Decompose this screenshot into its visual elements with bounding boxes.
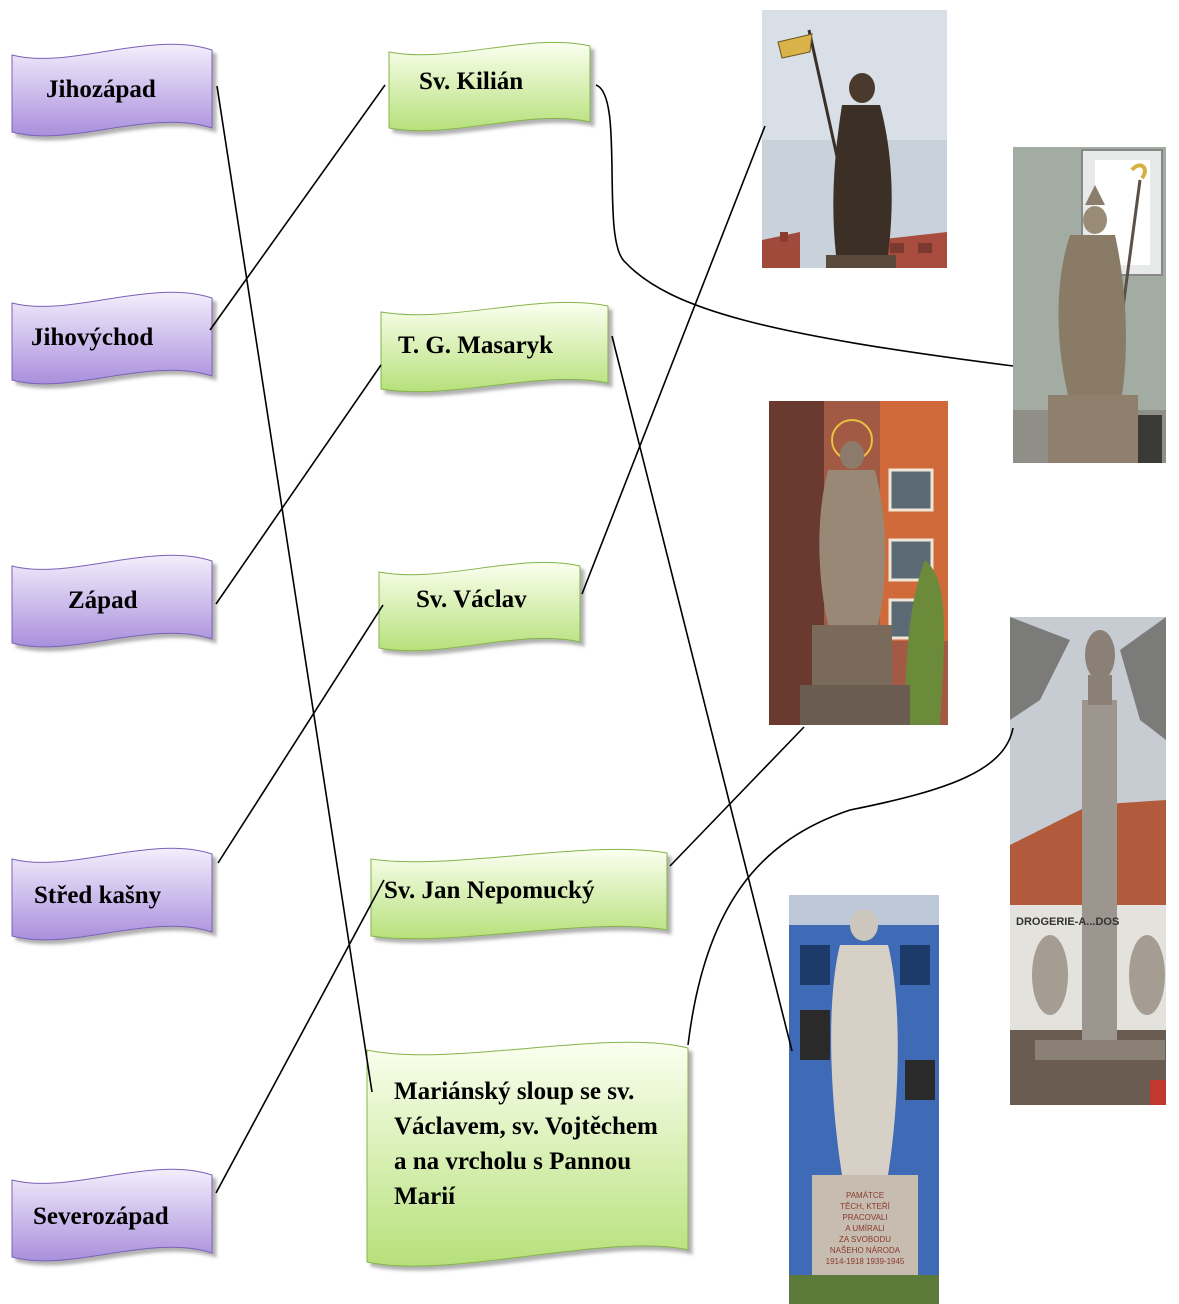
monument-box-nepomucky (370, 848, 668, 940)
monument-label-marian: Mariánský sloup se sv. Václavem, sv. Voj… (394, 1078, 658, 1210)
direction-label-severozapad: Severozápad (33, 1203, 169, 1230)
direction-label-jihozapad: Jihozápad (46, 76, 156, 103)
plaque-line: 1914-1918 1939-1945 (826, 1257, 905, 1266)
plaque-line: NAŠEHO NÁRODA (830, 1246, 901, 1255)
photo-sv-vaclav-statue (762, 10, 947, 268)
direction-box-jihozapad (11, 43, 213, 137)
direction-label-zapad: Západ (68, 587, 138, 614)
plaque-line: ZA SVOBODU (839, 1235, 891, 1244)
direction-box-zapad (11, 554, 213, 648)
monument-label-vaclav: Sv. Václav (416, 586, 527, 613)
connector-stred-to-vaclav (217, 604, 384, 864)
monument-label-masaryk: T. G. Masaryk (398, 332, 554, 359)
photo-sv-jan-nepomucky-statue (769, 401, 948, 725)
direction-label-jihovychod: Jihovýchod (31, 324, 154, 351)
connector-vaclav-to-vaclav-photo (581, 125, 766, 595)
direction-label-stred: Střed kašny (34, 882, 162, 909)
plaque-line: PRACOVALI (842, 1213, 887, 1222)
monument-box-vaclav (378, 561, 581, 652)
monument-label-kilian: Sv. Kilián (419, 68, 524, 95)
monument-box-masaryk (380, 301, 609, 393)
monument-box-marian (366, 1041, 689, 1267)
connector-nepomucky-to-nepomucky-photo (669, 726, 805, 867)
photo-tg-masaryk-statue: PAMÁTCE TĚCH, KTEŘÍ PRACOVALI A UMÍRALI ZA S… (789, 895, 939, 1304)
plaque-line: PAMÁTCE (846, 1191, 884, 1200)
photo-marian-column (1010, 617, 1166, 1105)
photo-sv-kilian-statue (1013, 147, 1166, 463)
connector-zapad-to-masaryk (215, 364, 382, 605)
column-sign-text: DROGERIE-A...DOS (1016, 916, 1120, 928)
connector-marian-to-column-photo (687, 727, 1014, 1046)
connector-jihovychod-to-kilian (209, 84, 386, 331)
direction-box-stred (11, 847, 213, 941)
plaque-line: A UMÍRALI (845, 1224, 885, 1233)
monument-box-kilian (388, 41, 591, 132)
connector-masaryk-to-masaryk-photo (611, 335, 793, 1052)
direction-box-jihovychod (11, 291, 213, 385)
connector-severozapad-to-nepomucky (215, 879, 385, 1194)
direction-box-severozapad (11, 1168, 213, 1262)
connector-jihozapad-to-marian (216, 85, 373, 1093)
connector-kilian-to-kilian-photo (595, 84, 1014, 367)
monument-label-nepomucky: Sv. Jan Nepomucký (384, 877, 595, 904)
plaque-line: TĚCH, KTEŘÍ (840, 1202, 891, 1211)
